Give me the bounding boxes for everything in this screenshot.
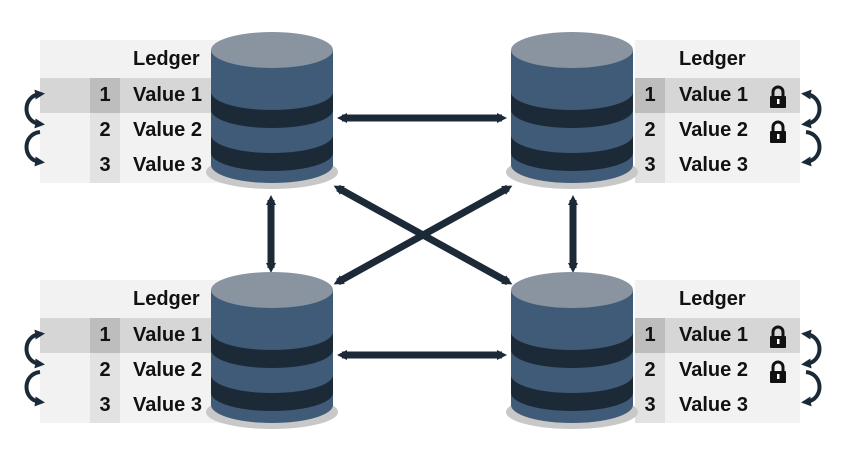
row-number: 3 <box>90 388 120 423</box>
ledger-row-1: 1 Value 1 <box>635 78 800 113</box>
ledger-row-2: 2 Value 2 <box>635 113 800 148</box>
ledger-title-bar: Ledger <box>635 280 800 318</box>
row-value: Value 1 <box>679 84 748 106</box>
row-value: Value 1 <box>133 324 202 346</box>
row-value: Value 1 <box>679 324 748 346</box>
row-value: Value 2 <box>133 119 202 141</box>
database-icon <box>206 32 338 189</box>
lock-icon <box>770 325 786 348</box>
row-number: 3 <box>635 388 665 423</box>
ledger-title: Ledger <box>679 288 746 310</box>
curved-arrow-icon <box>801 370 822 407</box>
row-number: 1 <box>635 78 665 113</box>
lock-icon <box>770 360 786 383</box>
database-icon <box>206 272 338 429</box>
database-icon <box>506 272 638 429</box>
ledger-row-3: 3 Value 3 <box>635 388 800 423</box>
curved-arrow-icon <box>24 370 45 407</box>
curved-arrow-icon <box>24 329 45 369</box>
row-value: Value 3 <box>679 394 748 416</box>
row-value: Value 2 <box>133 359 202 381</box>
row-number: 1 <box>635 318 665 353</box>
curved-arrow-icon <box>801 89 822 129</box>
lock-icon <box>770 120 786 143</box>
curved-arrow-icon <box>801 130 822 167</box>
row-value: Value 1 <box>133 84 202 106</box>
ledger-row-1: 1 Value 1 <box>635 318 800 353</box>
ledger-bottom-right: Ledger 1 Value 1 2 Value 2 3 Value 3 <box>635 280 850 425</box>
row-number: 2 <box>635 113 665 148</box>
row-number: 2 <box>90 113 120 148</box>
ledger-row-2: 2 Value 2 <box>635 353 800 388</box>
database-icon <box>506 32 638 189</box>
ledger-row-3: 3 Value 3 <box>635 148 800 183</box>
ledger-top-right: Ledger 1 Value 1 2 Value 2 3 Value 3 <box>635 40 850 185</box>
curved-arrow-icon <box>24 89 45 129</box>
ledger-title: Ledger <box>133 288 200 310</box>
row-number: 3 <box>635 148 665 183</box>
curved-arrow-icon <box>801 329 822 369</box>
row-value: Value 3 <box>679 154 748 176</box>
row-value: Value 3 <box>133 394 202 416</box>
row-value: Value 2 <box>679 359 748 381</box>
row-value: Value 3 <box>133 154 202 176</box>
row-number: 2 <box>90 353 120 388</box>
lock-icon <box>770 85 786 108</box>
row-number: 1 <box>90 78 120 113</box>
link-arrow-diagonal-2 <box>333 184 513 286</box>
ledger-title: Ledger <box>133 48 200 70</box>
row-number: 1 <box>90 318 120 353</box>
curved-arrow-icon <box>24 130 45 167</box>
ledger-title: Ledger <box>679 48 746 70</box>
row-number: 2 <box>635 353 665 388</box>
row-value: Value 2 <box>679 119 748 141</box>
row-number: 3 <box>90 148 120 183</box>
ledger-title-bar: Ledger <box>635 40 800 78</box>
